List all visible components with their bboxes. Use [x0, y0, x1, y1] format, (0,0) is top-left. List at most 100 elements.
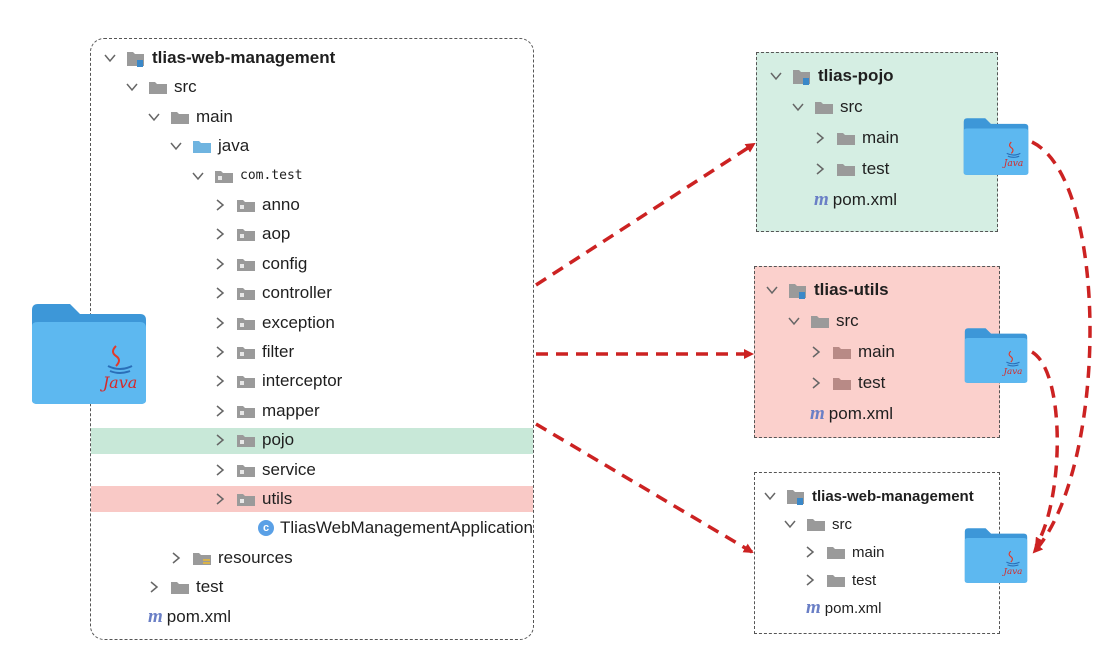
chevron-right-icon[interactable] — [813, 131, 827, 145]
tree-item-filter[interactable]: filter — [213, 339, 294, 365]
chevron-right-icon[interactable] — [213, 227, 227, 241]
tree-item-resources[interactable]: resources — [169, 545, 293, 571]
chevron-right-icon[interactable] — [213, 316, 227, 330]
chevron-right-icon[interactable] — [213, 492, 227, 506]
chevron-right-icon[interactable] — [213, 345, 227, 359]
tree-item-controller[interactable]: controller — [213, 280, 332, 306]
tree-item-main[interactable]: main — [813, 125, 899, 151]
chevron-right-icon[interactable] — [213, 198, 227, 212]
chevron-right-icon[interactable] — [169, 551, 183, 565]
tree-item-main[interactable]: main — [809, 339, 895, 365]
folder-blue-icon — [192, 138, 212, 154]
chevron-right-icon[interactable] — [213, 257, 227, 271]
maven-icon: m — [814, 189, 829, 210]
tree-item-test[interactable]: test — [813, 156, 889, 182]
tree-item-anno[interactable]: anno — [213, 192, 300, 218]
tree-item-java[interactable]: java — [169, 133, 249, 159]
chevron-down-icon[interactable] — [787, 314, 801, 328]
tree-item-label: pom.xml — [824, 599, 882, 617]
tree-item-tlias-pojo[interactable]: tlias-pojo — [769, 63, 894, 89]
class-icon: c — [258, 520, 274, 537]
java-folder-icon: Java — [30, 300, 148, 406]
tree-item-tlias-web-management[interactable]: tlias-web-management — [763, 483, 974, 509]
tree-item-label: tlias-web-management — [812, 487, 974, 505]
spacer — [791, 193, 805, 207]
chevron-down-icon[interactable] — [191, 169, 205, 183]
tree-item-label: controller — [262, 283, 332, 303]
chevron-right-icon[interactable] — [213, 374, 227, 388]
package-icon — [236, 403, 256, 419]
tree-item-test[interactable]: test — [809, 370, 885, 396]
spacer — [125, 610, 139, 624]
pojo-highlight — [91, 428, 533, 454]
tree-item-label: main — [196, 106, 233, 126]
tree-item-tlias-utils[interactable]: tlias-utils — [765, 277, 889, 303]
chevron-right-icon[interactable] — [213, 286, 227, 300]
tree-item-src[interactable]: src — [787, 308, 859, 334]
tree-item-service[interactable]: service — [213, 457, 316, 483]
tree-item-label: resources — [218, 547, 293, 567]
tree-item-test[interactable]: test — [803, 567, 876, 593]
tree-item-main[interactable]: main — [803, 539, 885, 565]
package-icon — [236, 344, 256, 360]
tree-item-label: config — [262, 253, 308, 273]
chevron-right-icon[interactable] — [213, 404, 227, 418]
tree-item-src[interactable]: src — [783, 511, 852, 537]
tree-item-src[interactable]: src — [791, 94, 863, 120]
chevron-down-icon[interactable] — [765, 283, 779, 297]
chevron-down-icon[interactable] — [103, 51, 117, 65]
chevron-down-icon[interactable] — [147, 110, 161, 124]
chevron-right-icon[interactable] — [803, 545, 817, 559]
tree-item-test[interactable]: test — [147, 574, 223, 600]
chevron-down-icon[interactable] — [791, 100, 805, 114]
tree-item-label: main — [858, 342, 895, 361]
tree-item-exception[interactable]: exception — [213, 310, 335, 336]
tree-item-label: tlias-pojo — [818, 66, 894, 85]
tree-item-label: utils — [262, 489, 293, 508]
java-label: Java — [100, 373, 138, 392]
chevron-right-icon[interactable] — [213, 433, 227, 447]
tree-item-label: pom.xml — [832, 190, 898, 209]
package-icon — [236, 285, 256, 301]
tree-item-label: test — [196, 577, 224, 597]
utils-highlight — [91, 486, 533, 512]
chevron-right-icon[interactable] — [809, 376, 823, 390]
tree-item-main[interactable]: main — [147, 104, 233, 130]
tree-item-tlias-web-management[interactable]: tlias-web-management — [103, 45, 335, 71]
tree-item-src[interactable]: src — [125, 74, 197, 100]
package-icon — [236, 491, 256, 507]
chevron-down-icon[interactable] — [769, 69, 783, 83]
tree-item-label: exception — [262, 312, 335, 332]
chevron-right-icon[interactable] — [213, 463, 227, 477]
package-icon — [236, 315, 256, 331]
tree-item-label: pom.xml — [166, 606, 232, 626]
chevron-down-icon[interactable] — [169, 139, 183, 153]
tree-item-mapper[interactable]: mapper — [213, 398, 320, 424]
folder-icon — [836, 161, 856, 177]
chevron-down-icon[interactable] — [783, 517, 797, 531]
chevron-right-icon[interactable] — [809, 345, 823, 359]
tree-item-label: test — [862, 159, 890, 178]
tree-item-config[interactable]: config — [213, 251, 307, 277]
maven-icon: m — [148, 605, 163, 627]
module-icon — [126, 50, 146, 67]
main-project-panel: tlias-web-management src main java com.test a… — [90, 38, 534, 640]
chevron-right-icon[interactable] — [813, 162, 827, 176]
tree-item-pojo[interactable]: pojo — [213, 427, 294, 453]
tree-item-utils[interactable]: utils — [213, 486, 292, 512]
tree-item-interceptor[interactable]: interceptor — [213, 368, 342, 394]
chevron-right-icon[interactable] — [147, 580, 161, 594]
tree-item-com-test[interactable]: com.test — [191, 163, 303, 189]
chevron-down-icon[interactable] — [763, 489, 777, 503]
chevron-right-icon[interactable] — [803, 573, 817, 587]
tree-item-aop[interactable]: aop — [213, 221, 290, 247]
tree-item-label: java — [218, 136, 250, 156]
chevron-down-icon[interactable] — [125, 80, 139, 94]
